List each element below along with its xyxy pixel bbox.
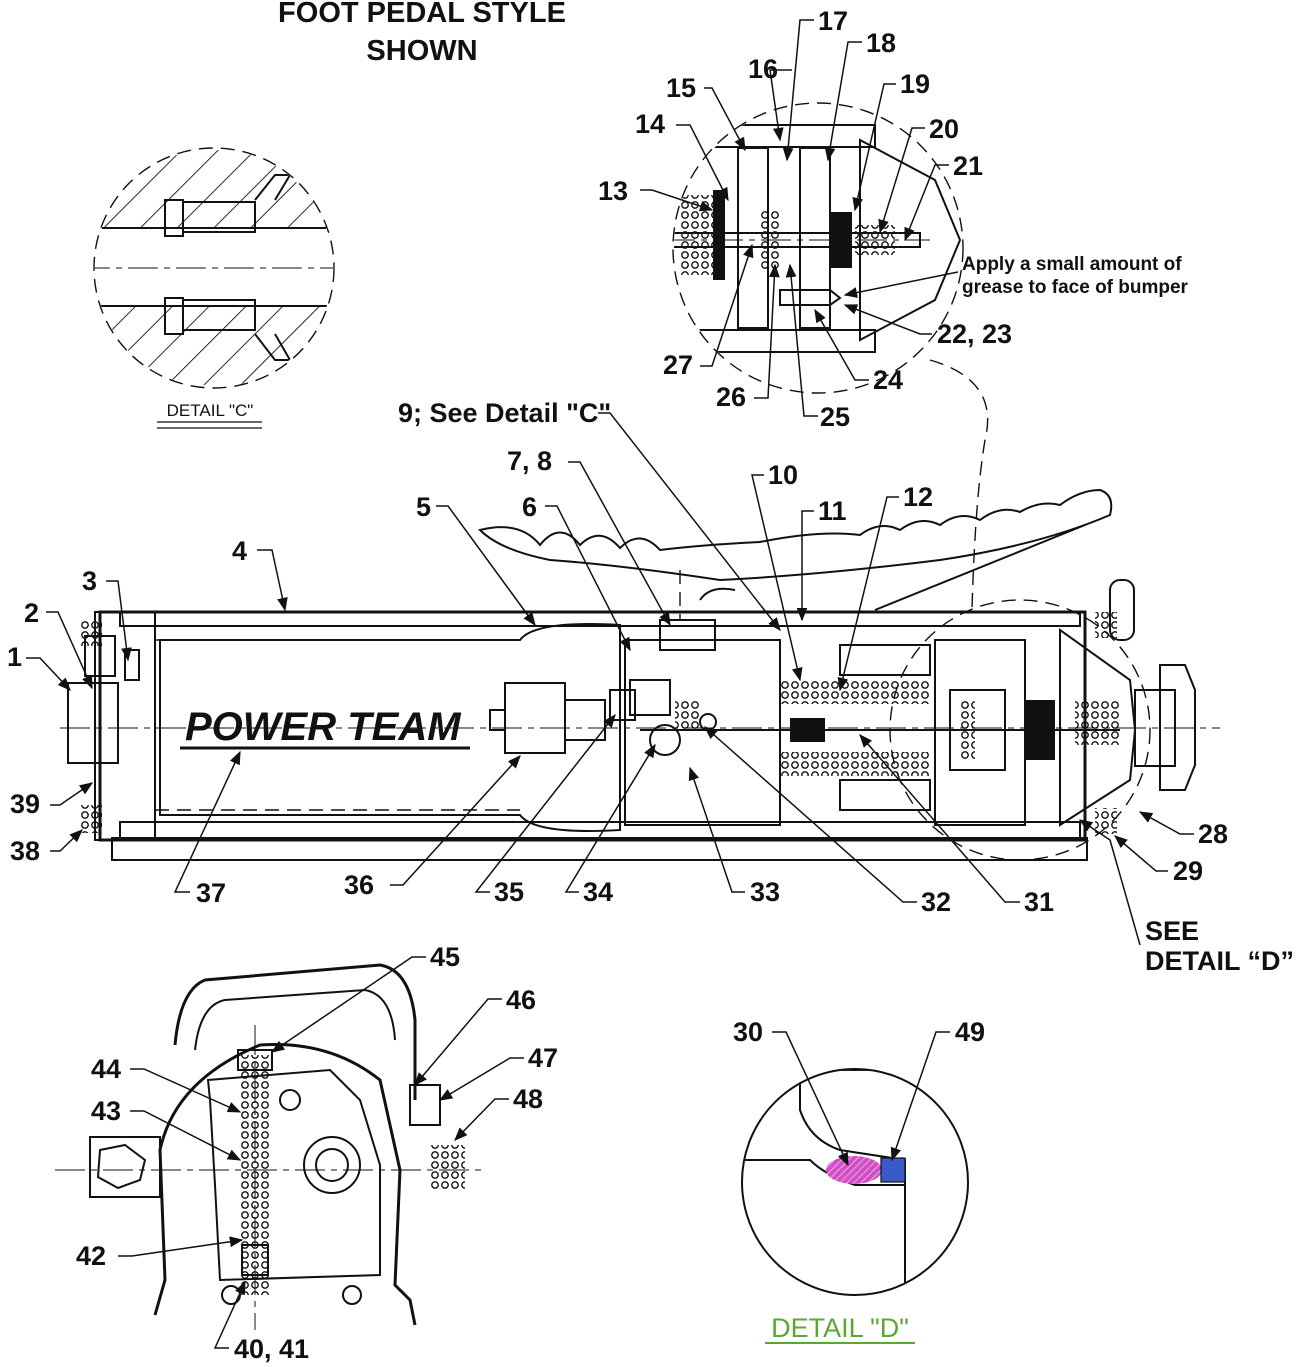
- callout-21: 21: [953, 151, 983, 181]
- callout-1: 1: [7, 642, 22, 672]
- callout-4: 4: [232, 536, 247, 566]
- callout-49: 49: [955, 1017, 985, 1047]
- callout-9: 9; See Detail "C": [398, 398, 611, 428]
- detail-d-label: DETAIL "D": [771, 1313, 909, 1343]
- callout-7-8: 7, 8: [507, 446, 552, 476]
- callout-24: 24: [873, 365, 903, 395]
- see-detail-d-line1: SEE: [1145, 916, 1199, 946]
- callout-14: 14: [635, 109, 665, 139]
- callout-43: 43: [91, 1096, 121, 1126]
- callout-10: 10: [768, 460, 798, 490]
- callout-42: 42: [76, 1241, 106, 1271]
- detail-c-view: DETAIL "C": [93, 147, 335, 429]
- callout-17: 17: [818, 6, 848, 36]
- callout-35: 35: [494, 877, 524, 907]
- callout-11: 11: [818, 496, 847, 526]
- callout-40-41: 40, 41: [234, 1334, 309, 1364]
- end-view: [55, 963, 485, 1330]
- detail-c-label: DETAIL "C": [167, 401, 254, 420]
- callout-46: 46: [506, 985, 536, 1015]
- brand-logo: POWER TEAM: [185, 705, 462, 749]
- callout-39: 39: [10, 789, 40, 819]
- title-line1: FOOT PEDAL STYLE: [278, 0, 566, 29]
- callout-44: 44: [91, 1054, 121, 1084]
- callout-47: 47: [528, 1043, 558, 1073]
- title-line2: SHOWN: [366, 35, 477, 67]
- callout-45: 45: [430, 942, 460, 972]
- detail-d-view: DETAIL "D": [741, 1068, 969, 1344]
- see-detail-d-line2: DETAIL “D”: [1145, 946, 1294, 976]
- callout-33: 33: [750, 877, 780, 907]
- callout-25: 25: [820, 402, 850, 432]
- callout-13: 13: [598, 176, 628, 206]
- callout-27: 27: [663, 350, 693, 380]
- callout-28: 28: [1198, 819, 1228, 849]
- callout-32: 32: [921, 887, 951, 917]
- callout-29: 29: [1173, 856, 1203, 886]
- callout-5: 5: [416, 492, 431, 522]
- callout-15: 15: [666, 73, 696, 103]
- callout-36: 36: [344, 870, 374, 900]
- callout-19: 19: [900, 69, 930, 99]
- callout-20: 20: [929, 114, 959, 144]
- callout-labels: 17 18 16 19 15 20 14 21 13 22, 23 27 24 …: [7, 6, 1228, 1364]
- callout-31: 31: [1024, 887, 1054, 917]
- valve-detail-view: [672, 102, 964, 394]
- callout-48: 48: [513, 1084, 543, 1114]
- callout-26: 26: [716, 382, 746, 412]
- callout-30: 30: [733, 1017, 763, 1047]
- callout-34: 34: [583, 877, 613, 907]
- callout-16: 16: [748, 54, 778, 84]
- grease-note-line2: grease to face of bumper: [962, 277, 1189, 298]
- callout-22-23: 22, 23: [937, 319, 1012, 349]
- title-block: FOOT PEDAL STYLE SHOWN: [278, 0, 566, 67]
- callout-18: 18: [866, 28, 896, 58]
- callout-2: 2: [24, 598, 39, 628]
- callout-38: 38: [10, 836, 40, 866]
- callout-6: 6: [522, 492, 537, 522]
- callout-37: 37: [196, 878, 226, 908]
- callout-3: 3: [82, 566, 97, 596]
- grease-note-line1: Apply a small amount of: [962, 254, 1182, 275]
- callout-12: 12: [903, 482, 933, 512]
